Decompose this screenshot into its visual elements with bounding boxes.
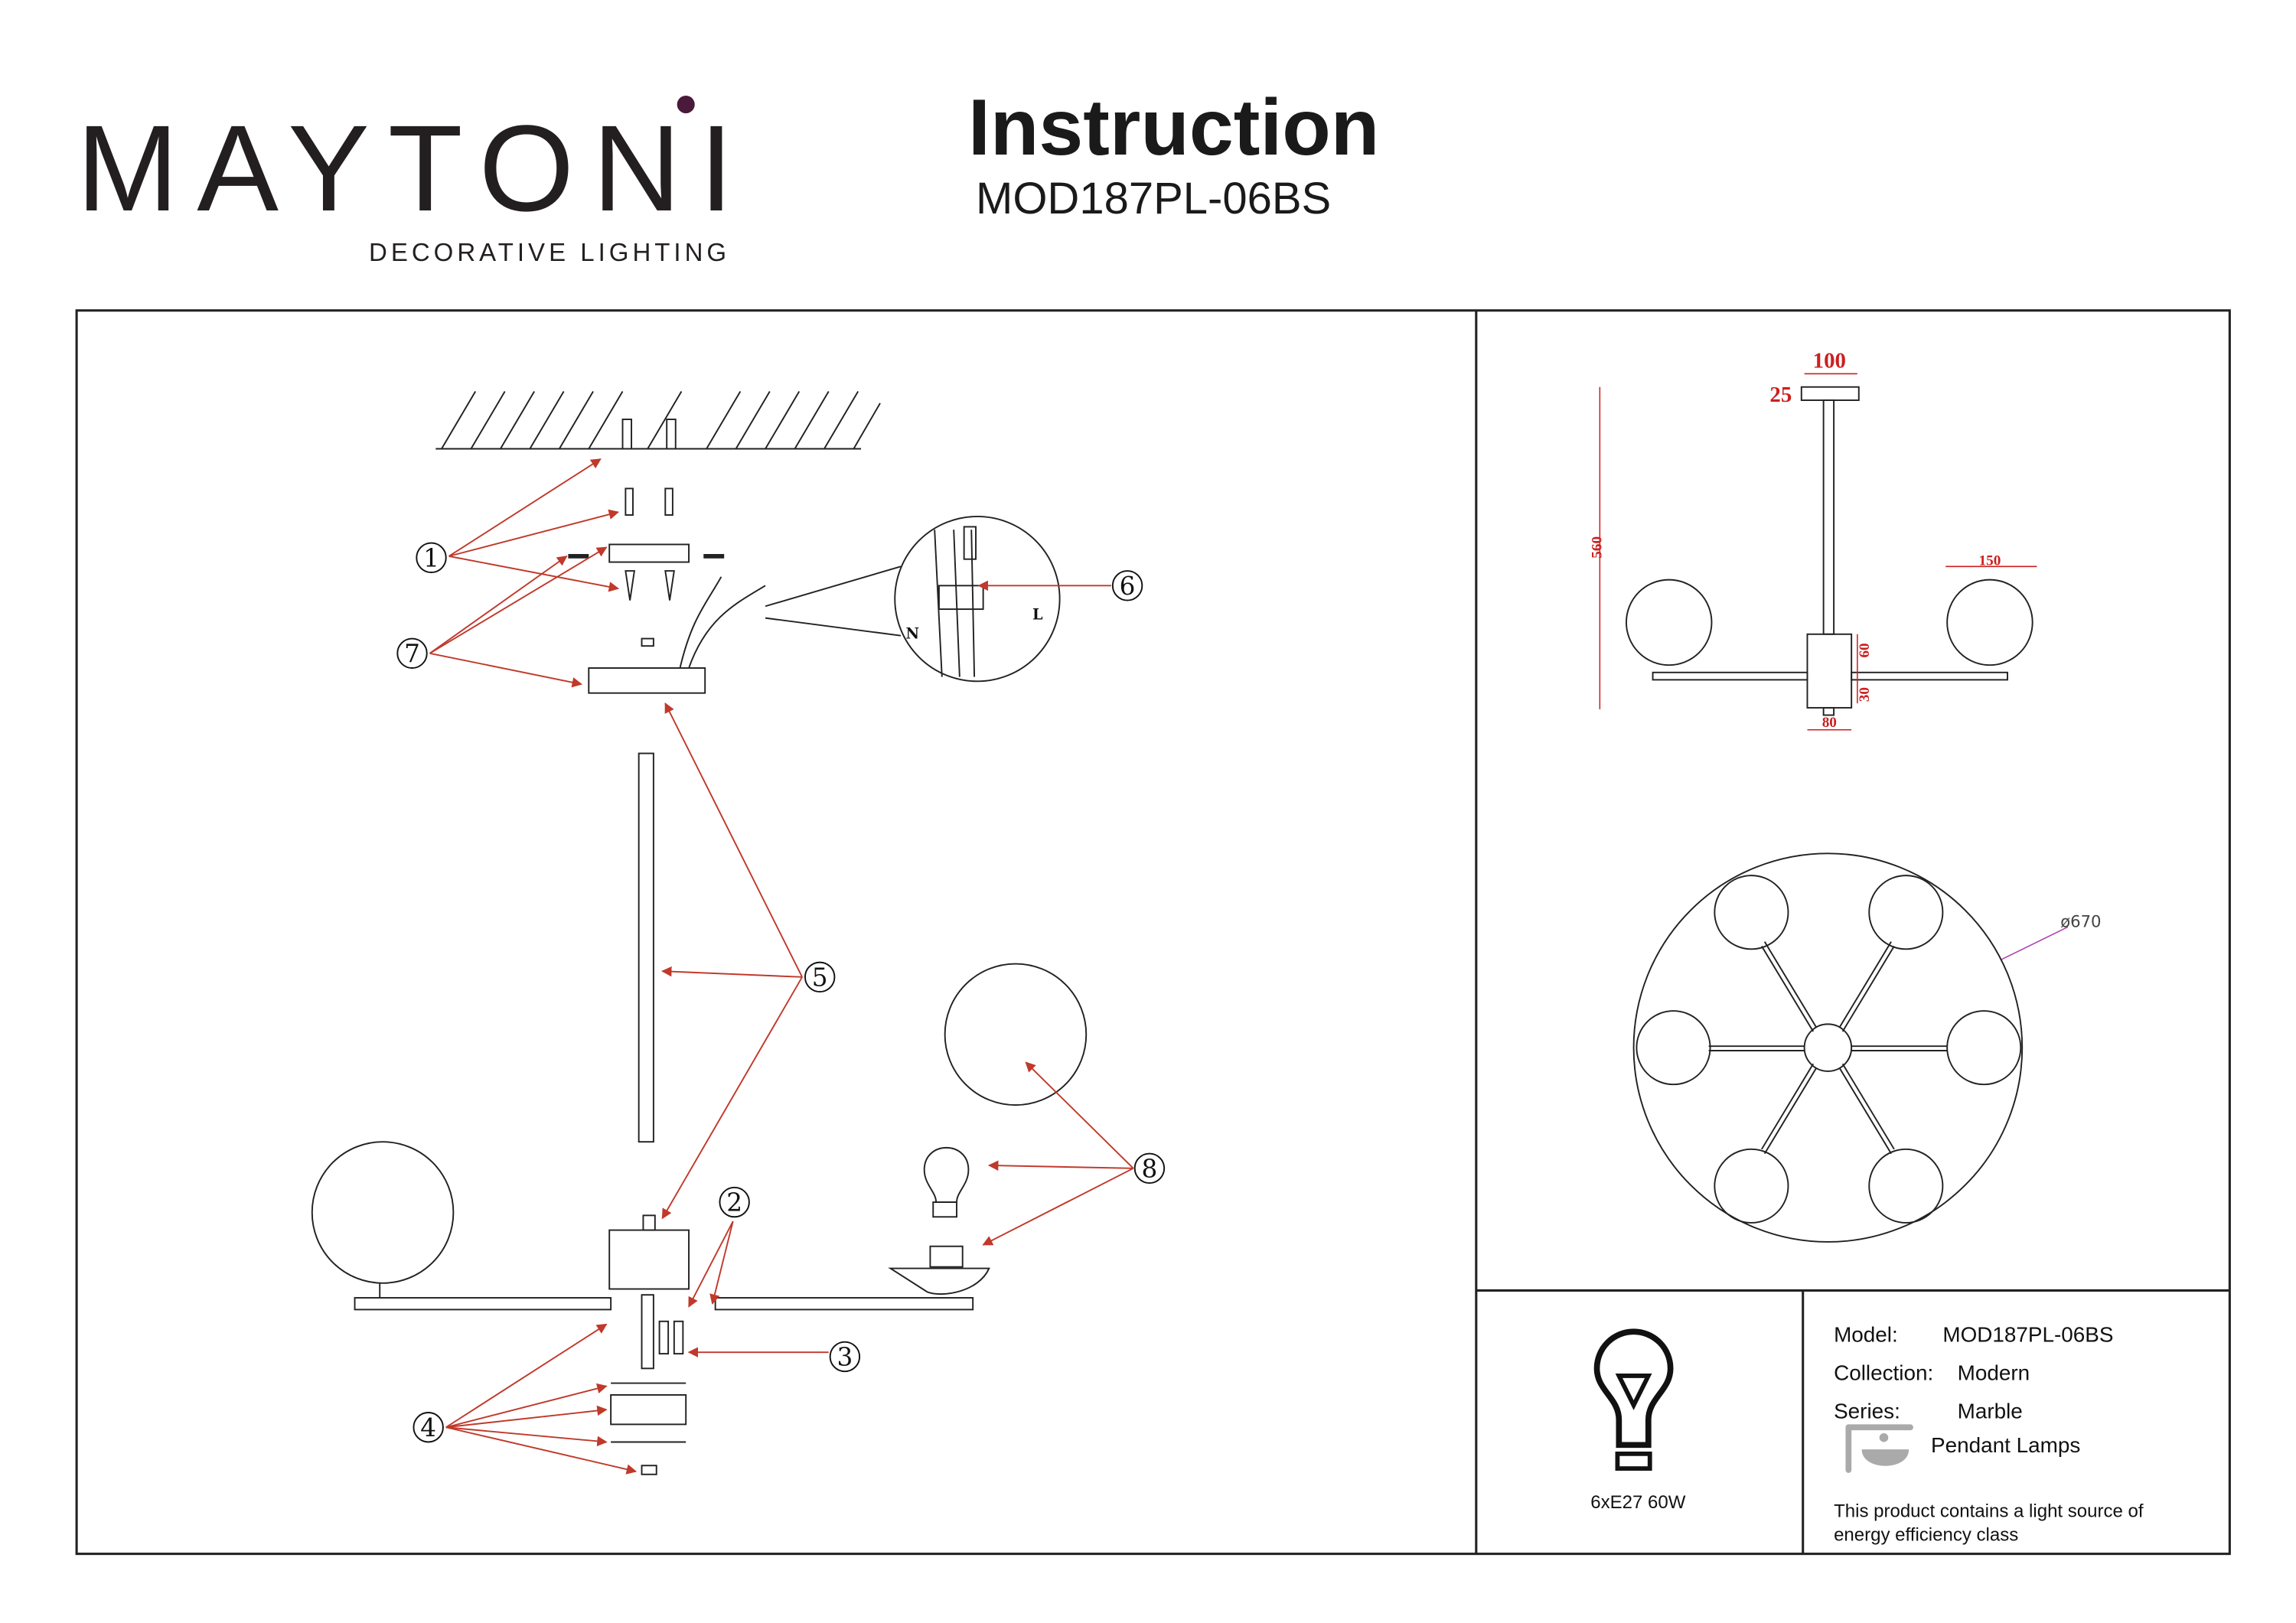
dimension-lines xyxy=(1599,373,2069,960)
bulb-part xyxy=(923,1146,970,1204)
series-value: Marble xyxy=(1958,1400,2023,1423)
collection-value: Modern xyxy=(1958,1361,2030,1385)
callout-1: 1 xyxy=(416,542,447,573)
shade-holder xyxy=(888,1267,990,1295)
product-info: Model: MOD187PL-06BS Collection: Modern … xyxy=(1834,1323,2144,1546)
energy-note-1: This product contains a light source of xyxy=(1834,1501,2144,1522)
svg-text:7: 7 xyxy=(404,639,420,668)
ceiling-hatch xyxy=(441,391,881,450)
dim-total-height: 560 xyxy=(1589,536,1605,559)
callout-2: 2 xyxy=(719,1186,750,1218)
bulb-spec: 6xE27 60W xyxy=(1590,1492,1685,1513)
side-view xyxy=(1625,386,2033,716)
grub-screw xyxy=(641,637,654,647)
screws-anchors xyxy=(625,487,675,601)
mounting-bracket xyxy=(608,543,690,563)
dim-canopy-width: 100 xyxy=(1813,349,1846,373)
energy-note-2: energy efficiency class xyxy=(1834,1524,2018,1545)
callout-arrows xyxy=(429,458,1134,1475)
central-body xyxy=(608,1229,690,1290)
live-label: L xyxy=(1032,606,1043,624)
cable xyxy=(679,576,766,669)
glass-shade xyxy=(944,963,1088,1106)
rod xyxy=(638,752,654,1143)
top-view xyxy=(1632,852,2024,1243)
assembly-diagram xyxy=(311,391,1088,1475)
logo-dot xyxy=(677,95,695,114)
dim-body-height: 60 xyxy=(1857,643,1873,657)
callout-5: 5 xyxy=(804,961,836,993)
neutral-label: N xyxy=(906,625,920,643)
frame xyxy=(75,309,2231,1556)
callout-8: 8 xyxy=(1133,1152,1166,1185)
svg-text:4: 4 xyxy=(420,1413,436,1442)
svg-text:1: 1 xyxy=(423,543,439,572)
svg-text:8: 8 xyxy=(1142,1154,1158,1183)
dim-overall-diameter: ø670 xyxy=(2060,911,2101,930)
dim-body-width: 80 xyxy=(1822,715,1837,731)
dim-shade-diameter: 150 xyxy=(1979,552,2001,569)
wiring-detail-circle xyxy=(894,515,1061,683)
model-value: MOD187PL-06BS xyxy=(1942,1323,2113,1347)
dim-canopy-height: 25 xyxy=(1769,383,1792,407)
arm-right xyxy=(714,1297,974,1311)
callout-7: 7 xyxy=(396,637,428,669)
series-label: Series: xyxy=(1834,1400,1900,1423)
pendant-lamp-icon xyxy=(1845,1424,1913,1473)
svg-text:2: 2 xyxy=(726,1188,742,1217)
svg-text:3: 3 xyxy=(837,1342,853,1371)
callout-4: 4 xyxy=(413,1412,444,1443)
brand-tagline: DECORATIVE LIGHTING xyxy=(369,238,731,266)
lamp-type: Pendant Lamps xyxy=(1931,1433,2080,1457)
page-title: Instruction xyxy=(968,83,1380,172)
model-heading: MOD187PL-06BS xyxy=(976,174,1332,223)
brand-logo: MAYTONI xyxy=(77,99,752,236)
callout-6: 6 xyxy=(1111,570,1143,601)
arm-left xyxy=(354,1297,612,1311)
callout-3: 3 xyxy=(829,1341,861,1373)
glass-shade-left xyxy=(311,1141,455,1284)
model-label: Model: xyxy=(1834,1323,1898,1347)
bulb-icon xyxy=(1593,1328,1674,1471)
collection-label: Collection: xyxy=(1834,1361,1933,1385)
canopy xyxy=(588,667,706,694)
svg-text:5: 5 xyxy=(812,963,828,992)
svg-text:6: 6 xyxy=(1120,572,1136,601)
dim-body-bottom: 30 xyxy=(1857,687,1873,702)
